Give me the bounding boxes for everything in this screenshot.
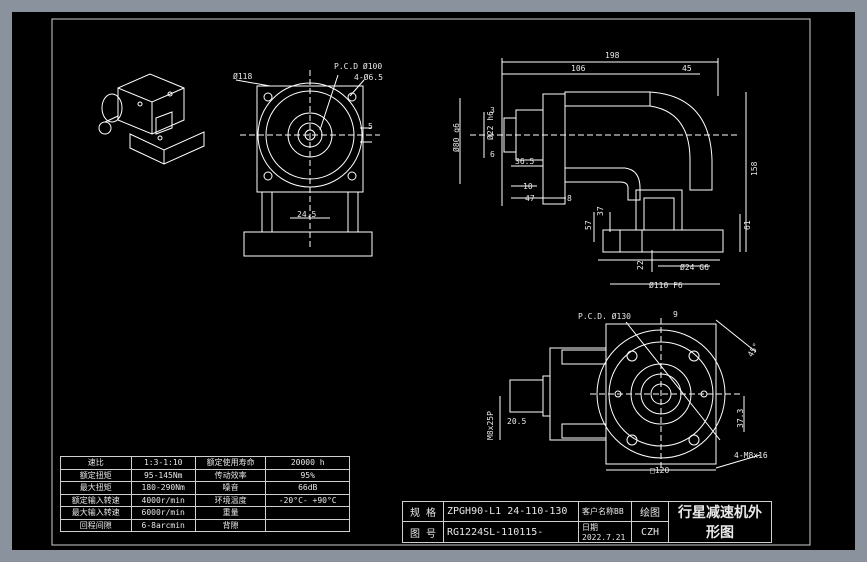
side-dim-key-len: 3 — [490, 106, 495, 115]
side-view — [459, 58, 747, 285]
spec-value: 1:3-1:10 — [130, 456, 196, 470]
bottom-dim-205: 20.5 — [507, 417, 527, 426]
title-block-spec: ZPGH90-L1 24-110-130 — [443, 501, 579, 522]
side-dim-flange: 47 — [525, 194, 535, 203]
spec-label: 最大扭矩 — [60, 481, 132, 495]
title-block-date-cell: 日期2022.7.21 — [578, 521, 632, 543]
side-dim-c: 61 — [743, 220, 752, 230]
bottom-dim-thread: M8x25P — [486, 411, 495, 440]
spec-value: 66dB — [265, 481, 350, 495]
title-block: 规 格 ZPGH90-L1 24-110-130 客户名称BB 绘图 行星减速机… — [402, 501, 772, 543]
front-dim-key: 5 — [368, 122, 373, 131]
spec-value: -20°C- +90°C — [265, 493, 350, 507]
side-dim-b: 37 — [596, 206, 605, 216]
spec-value: 6000r/min — [130, 506, 196, 520]
bottom-dim-120: □120 — [650, 466, 670, 475]
bottom-dim-holes: 4-M8x16 — [734, 451, 768, 460]
bottom-view — [499, 318, 761, 471]
spec-value: 95-145Nm — [130, 468, 196, 482]
spec-row: 额定输入转速 4000r/min 环境温度 -20°C- +90°C — [60, 493, 350, 507]
title-block-label-spec: 规 格 — [402, 501, 444, 522]
side-dim-gap: 8 — [567, 194, 572, 203]
spec-row: 最大扭矩 180-290Nm 噪音 66dB — [60, 481, 350, 495]
side-dim-a: 57 — [584, 220, 593, 230]
spec-value: 6-8arcmin — [130, 518, 196, 532]
spec-label: 环境温度 — [194, 493, 267, 507]
spec-value: 180-290Nm — [130, 481, 196, 495]
side-dim-d: 22 — [636, 260, 645, 270]
front-view — [235, 70, 380, 257]
spec-value — [265, 518, 350, 532]
spec-label: 最大输入转速 — [60, 506, 132, 520]
title-block-label-drawing-no: 图 号 — [402, 521, 444, 543]
side-dim-height: 158 — [750, 161, 759, 176]
title-block-label-customer: 客户名称 — [582, 507, 614, 516]
spec-label: 速比 — [60, 456, 132, 470]
spec-label: 重量 — [194, 506, 267, 520]
spec-value: 95% — [265, 468, 350, 482]
side-dim-key-w: 6 — [490, 150, 495, 159]
spec-table: 速比 1:3-1:10 额定使用寿命 20000 h 额定扭矩 95-145Nm… — [60, 456, 350, 532]
side-dim-total: 198 — [605, 51, 620, 60]
front-dim-shaft: 24.5 — [297, 210, 317, 219]
spec-value — [265, 506, 350, 520]
title-block-label-drawer: 绘图 — [631, 501, 669, 522]
spec-row: 额定扭矩 95-145Nm 传动效率 95% — [60, 468, 350, 482]
spec-label: 额定扭矩 — [60, 468, 132, 482]
spec-label: 传动效率 — [194, 468, 267, 482]
title-block-title: 行星减速机外形图 — [668, 501, 772, 543]
spec-row: 回程间隙 6-8arcmin 背隙 — [60, 518, 350, 532]
spec-label: 噪音 — [194, 481, 267, 495]
side-dim-shaft-len: 36.5 — [515, 157, 535, 166]
front-dim-pcd: P.C.D Ø100 — [334, 62, 383, 71]
title-block-date: 2022.7.21 — [582, 533, 626, 542]
side-dim-pilot: Ø110 F6 — [649, 281, 683, 290]
spec-row: 速比 1:3-1:10 额定使用寿命 20000 h — [60, 456, 350, 470]
spec-row: 最大输入转速 6000r/min 重量 — [60, 506, 350, 520]
front-dim-outer: Ø118 — [233, 72, 253, 81]
bottom-dim-373: 37.3 — [736, 408, 745, 428]
isometric-view — [98, 73, 205, 165]
bottom-dim-pcd: P.C.D. Ø130 — [578, 312, 631, 321]
side-dim-shaft-d2: Ø80 g6 — [452, 123, 461, 152]
bottom-dim-9: 9 — [673, 310, 678, 319]
side-dim-bore: Ø24 G6 — [680, 263, 709, 272]
side-dim-body: 106 — [571, 64, 586, 73]
spec-label: 背隙 — [194, 518, 267, 532]
drawing-frame — [51, 18, 811, 546]
title-block-customer: BB — [614, 507, 624, 516]
title-block-drawer: CZH — [631, 521, 669, 543]
side-dim-head: 45 — [682, 64, 692, 73]
spec-value: 4000r/min — [130, 493, 196, 507]
title-block-customer-cell: 客户名称BB — [578, 501, 632, 522]
side-dim-shoulder: 10 — [523, 182, 533, 191]
title-block-label-date: 日期 — [582, 523, 598, 532]
front-dim-holes: 4-Ø6.5 — [354, 73, 383, 82]
side-dim-shaft-d1: Ø22 h6 — [486, 111, 495, 140]
spec-label: 额定使用寿命 — [194, 456, 267, 470]
spec-label: 回程间隙 — [60, 518, 132, 532]
title-block-drawing-no: RG1224SL-110115- — [443, 521, 579, 543]
spec-value: 20000 h — [265, 456, 350, 470]
spec-label: 额定输入转速 — [60, 493, 132, 507]
